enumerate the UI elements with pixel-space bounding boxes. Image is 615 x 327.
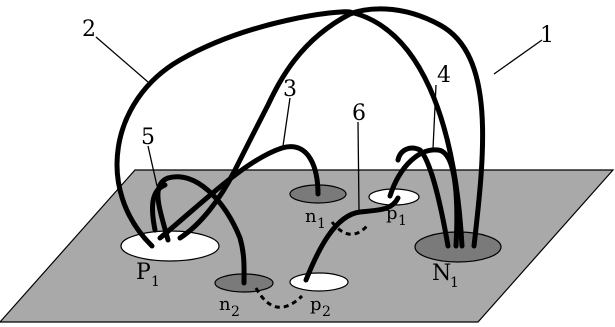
leader-5	[147, 145, 158, 187]
leader-2	[95, 36, 149, 83]
label-wire-2: 2	[82, 17, 96, 42]
label-wire-1: 1	[540, 23, 554, 48]
leader-3	[282, 97, 291, 147]
label-P1: P	[136, 260, 151, 285]
label-p1-sub: 1	[398, 213, 407, 229]
region-p2	[289, 272, 349, 292]
label-N1: N	[432, 261, 451, 286]
label-n2: n	[219, 294, 231, 315]
wire-4-inner	[395, 145, 451, 249]
wire-5	[155, 174, 247, 286]
wire-5-small	[150, 182, 168, 233]
label-wire-4: 4	[437, 63, 451, 88]
label-wire-5: 5	[141, 125, 155, 150]
dashed-link-n2-p2	[254, 287, 304, 309]
label-n2-sub: 2	[231, 304, 240, 320]
label-p2: p	[310, 294, 322, 315]
region-P1	[120, 230, 220, 262]
label-wire-6: 6	[352, 101, 366, 126]
label-N1-sub: 1	[450, 275, 459, 291]
wire-6	[303, 195, 401, 283]
label-n1: n	[305, 206, 317, 227]
label-p2-sub: 2	[322, 304, 331, 320]
label-wire-3: 3	[283, 77, 297, 102]
leader-1	[493, 39, 543, 75]
wire-3	[157, 144, 321, 241]
leader-4	[432, 84, 437, 150]
wire-4	[387, 147, 460, 249]
label-P1-sub: 1	[151, 274, 160, 290]
wire-1	[177, 6, 486, 249]
label-n1-sub: 1	[317, 216, 326, 232]
leader-6	[357, 121, 360, 211]
label-p1: p	[386, 203, 398, 224]
